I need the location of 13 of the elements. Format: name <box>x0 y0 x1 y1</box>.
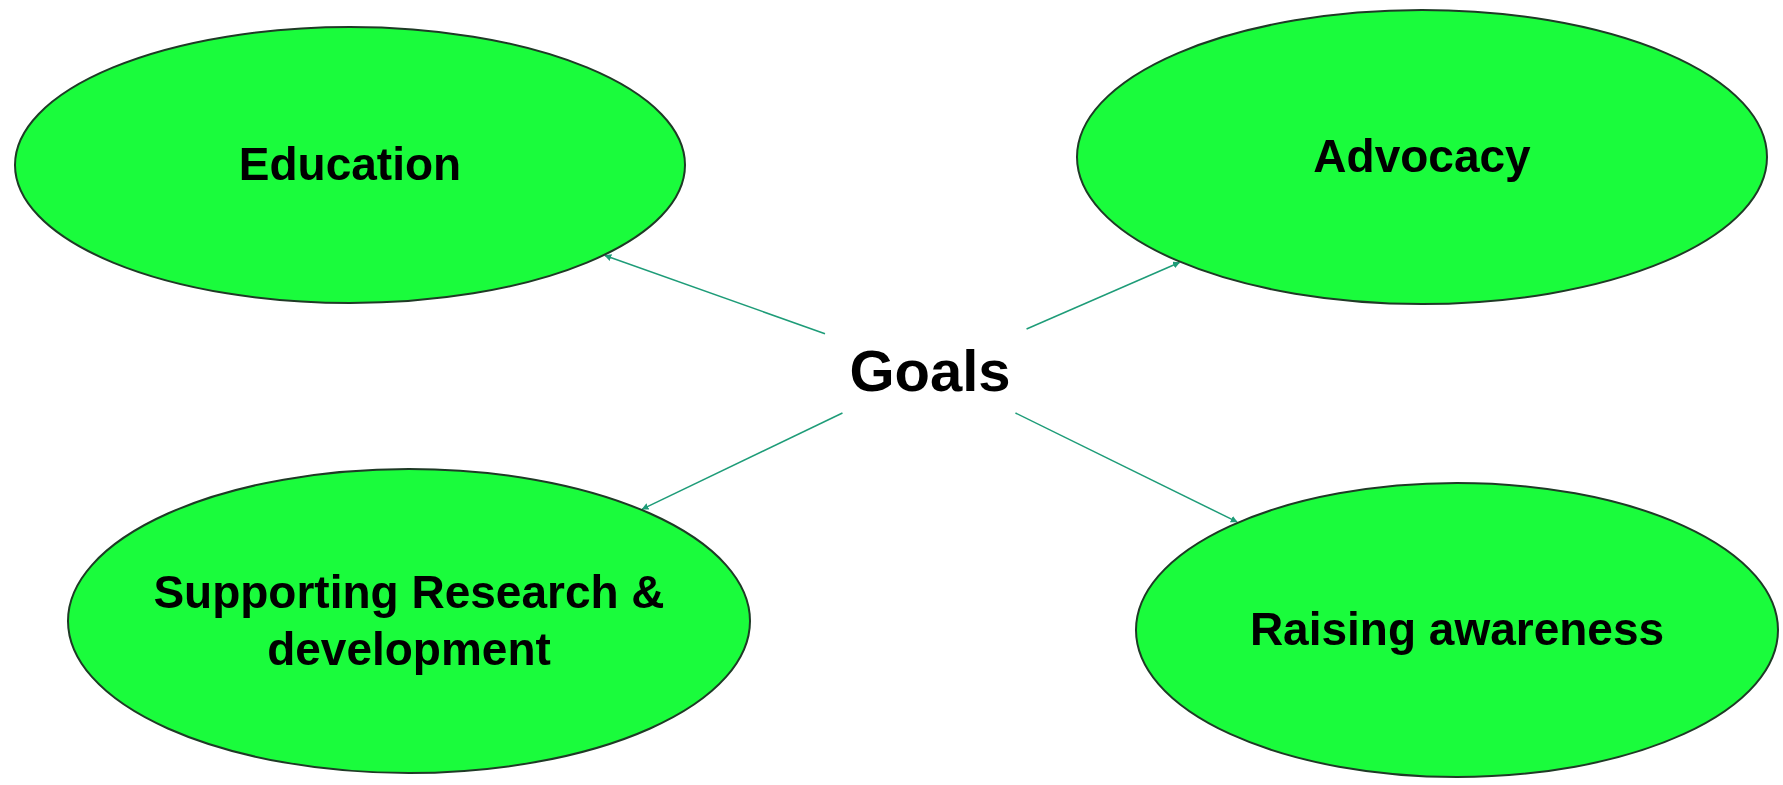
node-label: Raising awareness <box>1249 602 1665 658</box>
arrow <box>1025 261 1181 330</box>
central-label: Goals <box>849 336 1011 405</box>
node-label: Supporting Research & development <box>152 564 666 677</box>
arrow <box>1014 412 1238 523</box>
oval-node <box>1076 9 1768 305</box>
oval-node <box>67 468 751 774</box>
oval-node <box>1135 482 1779 778</box>
node-label: Education <box>238 137 462 193</box>
node-label: Advocacy <box>1313 129 1531 185</box>
arrow <box>641 412 844 510</box>
arrow <box>604 254 826 335</box>
oval-node <box>14 26 686 304</box>
